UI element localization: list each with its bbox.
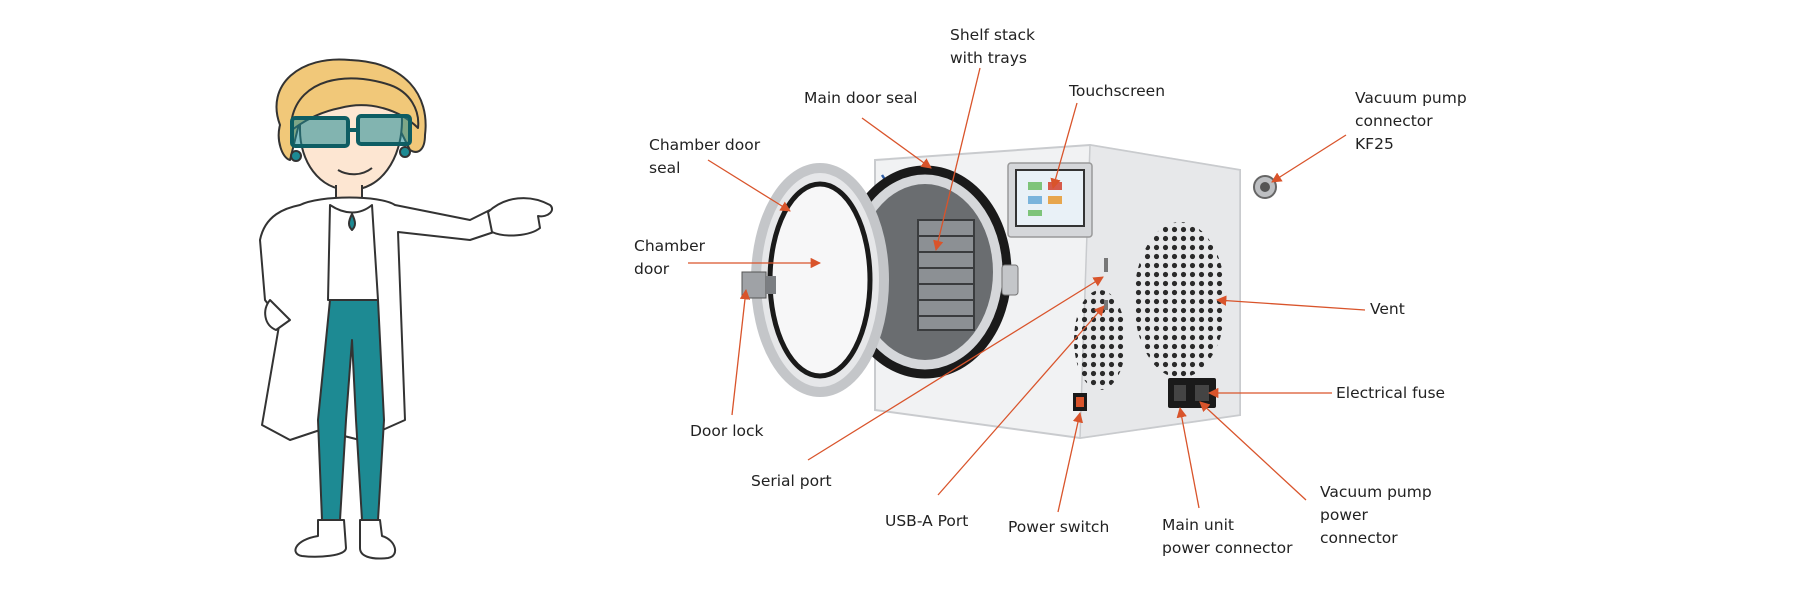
arrow-main-door-seal	[861, 117, 932, 169]
arrow-chamber-door-seal	[707, 159, 791, 212]
arrow-door-lock	[731, 288, 751, 416]
shelf-stack	[917, 219, 975, 331]
label-chamber-door: Chamber door	[634, 237, 705, 278]
label-vacuum-pump-connector: Vacuum pump connector KF25	[1355, 89, 1467, 153]
label-electrical-fuse: Electrical fuse	[1336, 384, 1446, 402]
arrow-vacuum-pump-power-connector	[1199, 401, 1307, 501]
arrow-touchscreen	[1050, 102, 1078, 190]
label-vent: Vent	[1370, 300, 1405, 318]
chamber-latch	[1001, 264, 1019, 296]
label-shelf-stack: Shelf stack with trays	[950, 26, 1036, 67]
freeze-dryer-machine	[741, 143, 1277, 440]
label-power-switch: Power switch	[1008, 518, 1110, 536]
label-serial-port: Serial port	[751, 472, 832, 490]
arrow-power-switch	[1057, 411, 1084, 513]
pointer-arrows	[688, 67, 1366, 513]
serial-port	[1104, 300, 1108, 310]
label-main-door-seal: Main door seal	[804, 89, 918, 107]
label-usb-a-port: USB-A Port	[885, 512, 969, 530]
chamber-door-seal	[767, 181, 873, 379]
arrow-vent	[1215, 295, 1366, 311]
arrow-shelf-stack	[933, 67, 981, 252]
scientist-illustration	[259, 58, 554, 560]
label-main-unit-power-connector: Main unit power connector	[1162, 516, 1293, 557]
label-touchscreen: Touchscreen	[1069, 82, 1166, 100]
vent-grille-small	[1074, 290, 1126, 390]
label-vacuum-pump-power-connector: Vacuum pump power connector	[1320, 483, 1432, 547]
label-door-lock: Door lock	[690, 422, 764, 440]
usb-port	[1104, 258, 1108, 272]
arrow-vacuum-pump-connector	[1271, 134, 1347, 183]
arrow-serial-port	[807, 276, 1104, 461]
arrow-main-unit-power-connector	[1176, 406, 1200, 509]
vent-grille-large	[1134, 222, 1226, 378]
label-chamber-door-seal: Chamber door seal	[649, 136, 761, 177]
arrow-usb-a-port	[937, 305, 1105, 496]
